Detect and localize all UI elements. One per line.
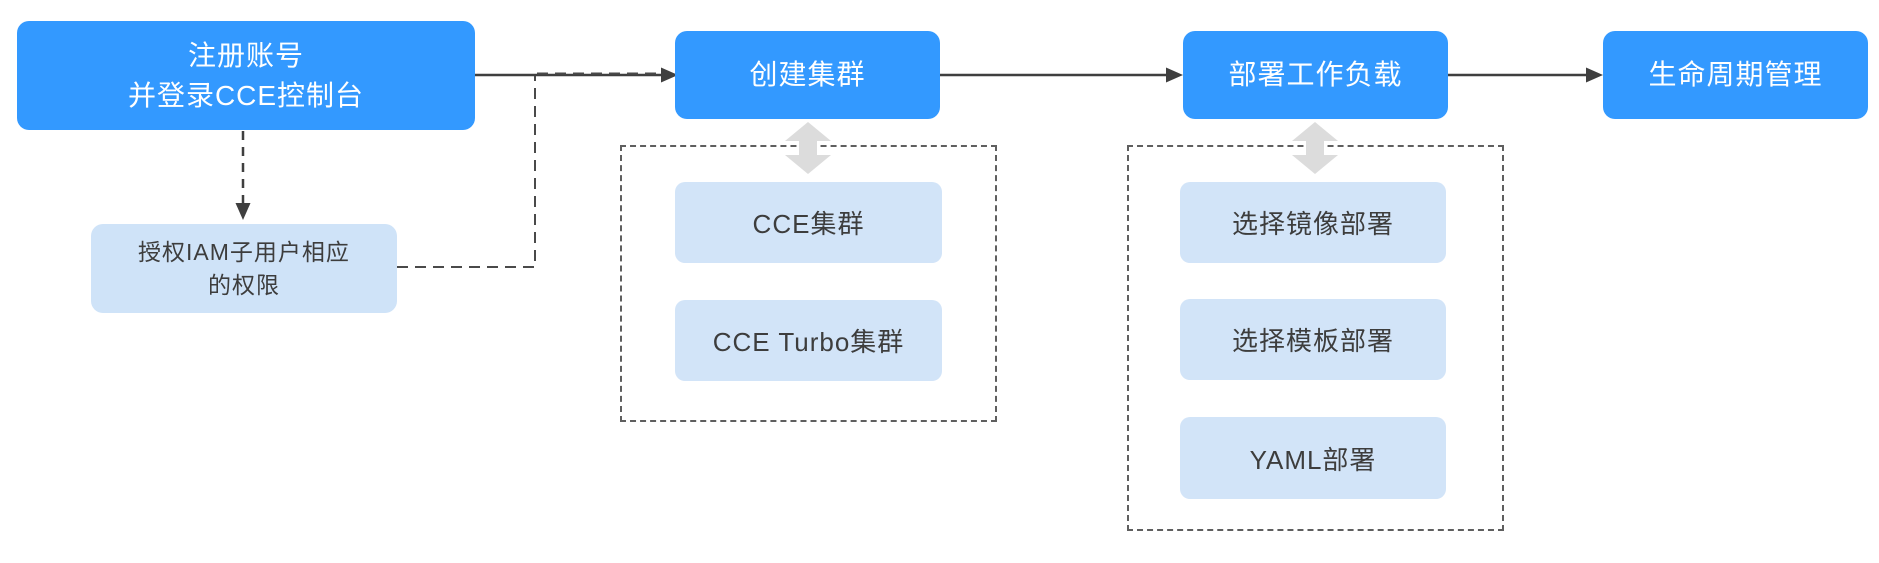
iam-note-line1: 授权IAM子用户相应 [138, 238, 350, 265]
option-cce-cluster: CCE集群 [675, 182, 942, 263]
step-create-cluster: 创建集群 [675, 31, 940, 119]
option-cce-turbo-cluster: CCE Turbo集群 [675, 300, 942, 381]
arrowhead-lifecycle [1586, 67, 1603, 83]
arrowhead-create-cluster [661, 67, 678, 83]
step-lifecycle-management: 生命周期管理 [1603, 31, 1868, 119]
option-image-deploy: 选择镜像部署 [1180, 182, 1446, 263]
option-cce-cluster-label: CCE集群 [752, 209, 865, 239]
double-arrow-deploy-workload-icon [1292, 122, 1338, 174]
step-deploy-workload: 部署工作负载 [1183, 31, 1448, 119]
double-arrow-create-cluster-icon [785, 122, 831, 174]
option-image-deploy-label: 选择镜像部署 [1231, 209, 1394, 239]
arrowhead-iam [235, 203, 251, 220]
option-cce-turbo-cluster-label: CCE Turbo集群 [712, 327, 905, 357]
option-yaml-deploy: YAML部署 [1180, 417, 1446, 499]
step-register-line1: 注册账号 [187, 39, 304, 71]
step-authorize-iam-permissions: 授权IAM子用户相应 的权限 [91, 224, 397, 313]
step-lifecycle-label: 生命周期管理 [1648, 59, 1823, 90]
step-register-login: 注册账号 并登录CCE控制台 [17, 21, 475, 130]
step-deploy-workload-label: 部署工作负载 [1228, 59, 1403, 90]
iam-note-line2: 的权限 [208, 271, 280, 298]
step-create-cluster-label: 创建集群 [749, 59, 866, 90]
dashed-elbow-iam-to-flow [397, 76, 536, 268]
option-template-deploy: 选择模板部署 [1180, 299, 1446, 380]
option-template-deploy-label: 选择模板部署 [1231, 326, 1394, 356]
option-yaml-deploy-label: YAML部署 [1249, 444, 1377, 475]
arrowhead-deploy-workload [1166, 67, 1183, 83]
step-register-line2: 并登录CCE控制台 [127, 79, 365, 111]
